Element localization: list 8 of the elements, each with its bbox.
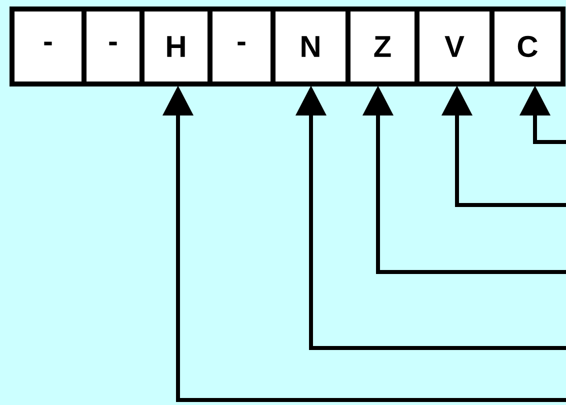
letter-cell: - bbox=[208, 6, 276, 86]
letter-cell: N bbox=[270, 6, 350, 86]
letter-cell: - bbox=[10, 6, 86, 86]
letter-cell: V bbox=[414, 6, 494, 86]
letter-cell: - bbox=[82, 6, 144, 86]
letter-cell: H bbox=[140, 6, 212, 86]
letter-cell: C bbox=[490, 6, 566, 86]
letter-cell: Z bbox=[346, 6, 420, 86]
